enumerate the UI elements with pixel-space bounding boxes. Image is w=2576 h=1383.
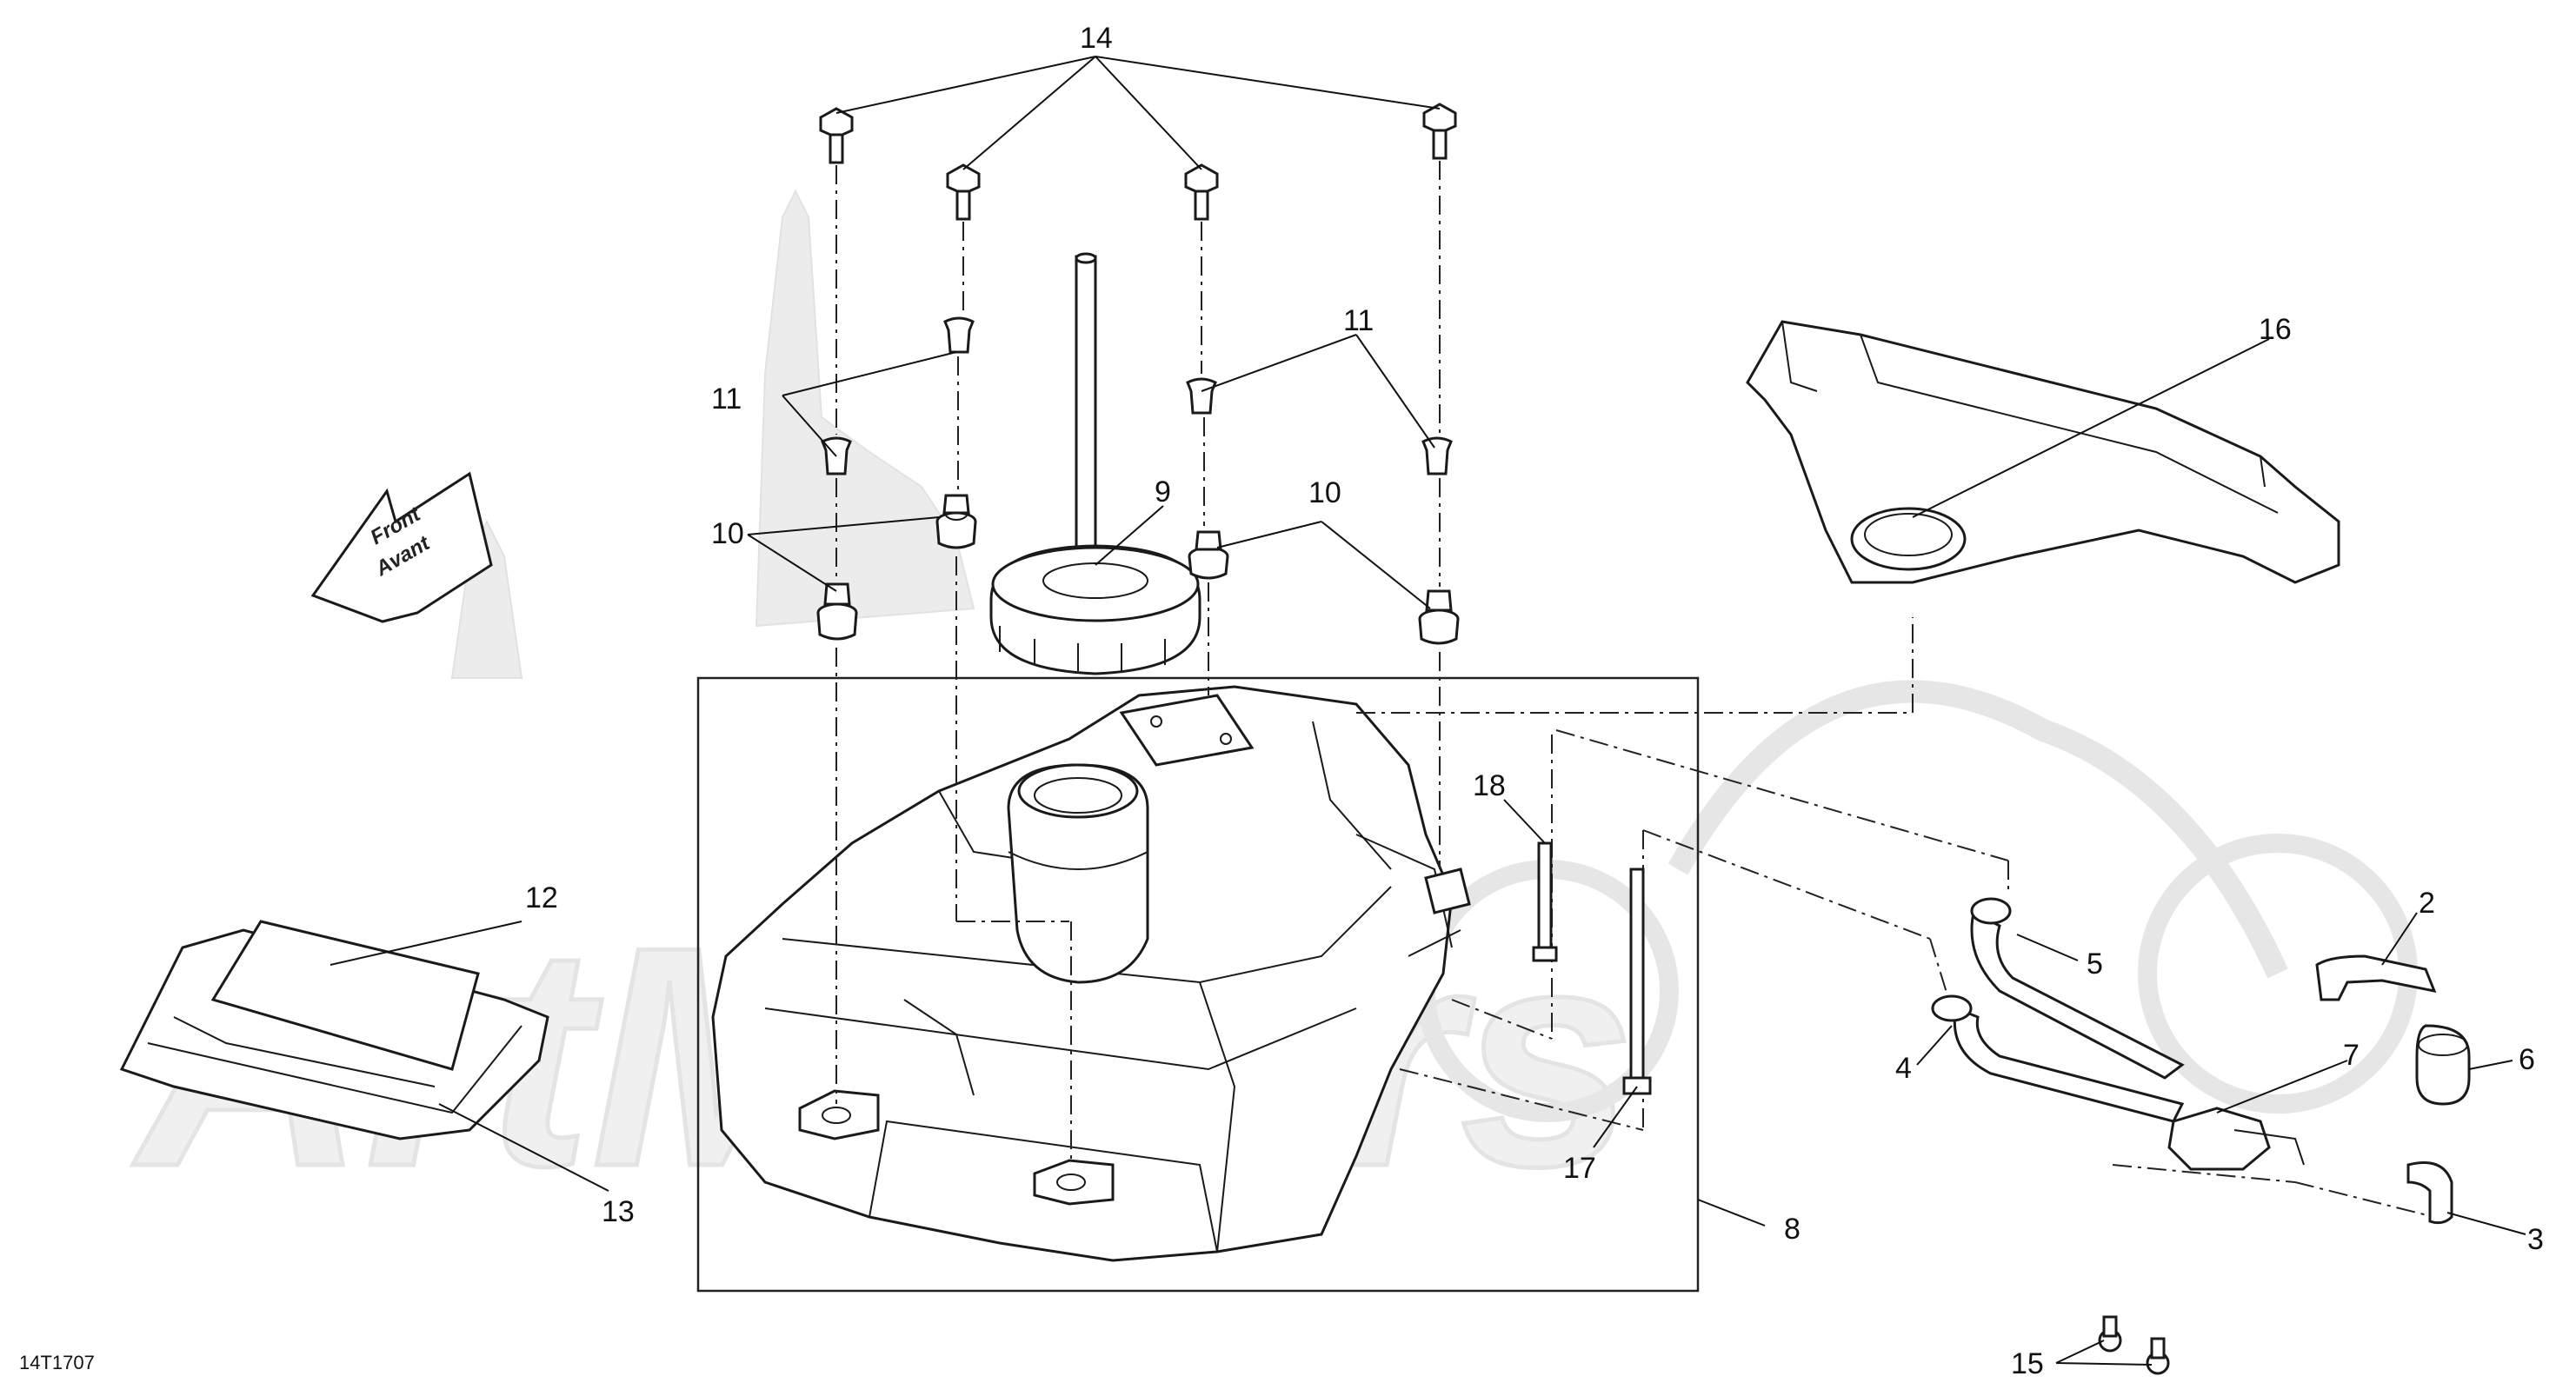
callout-14: 14 [1080, 22, 1113, 55]
callout-7: 7 [2343, 1039, 2360, 1072]
callout-3: 3 [2527, 1223, 2544, 1256]
fuel-tank [711, 685, 1471, 1262]
callout-13: 13 [602, 1195, 635, 1228]
callout-11-left: 11 [711, 382, 742, 416]
fuel-lines [1931, 897, 2471, 1225]
reference-code: 14T1707 [19, 1352, 95, 1373]
leader-lines [329, 56, 2526, 1366]
callout-2: 2 [2419, 887, 2435, 920]
callout-11-right: 11 [1343, 304, 1374, 337]
screw [946, 163, 981, 221]
screws-14 [819, 103, 1457, 221]
screw [1184, 163, 1219, 221]
callout-12: 12 [525, 881, 558, 914]
straps [1532, 841, 1652, 1095]
callout-16: 16 [2259, 313, 2292, 346]
callout-15: 15 [2011, 1347, 2044, 1380]
screws-15 [2098, 1315, 2170, 1375]
grommets-10 [816, 494, 1460, 645]
callout-10-left: 10 [711, 517, 744, 550]
callout-18: 18 [1473, 769, 1506, 802]
callout-4: 4 [1895, 1052, 1912, 1085]
pad-and-bracket [119, 920, 549, 1140]
spacers-11 [821, 316, 1453, 475]
callout-9: 9 [1155, 475, 1171, 509]
screw [1422, 103, 1457, 160]
callouts: 14 11 11 10 10 9 16 18 12 13 8 17 5 4 2 … [525, 22, 2544, 1380]
callout-6: 6 [2519, 1043, 2535, 1076]
callout-17: 17 [1563, 1152, 1596, 1185]
callout-5: 5 [2087, 947, 2103, 981]
screw [819, 107, 854, 164]
front-arrow: Front Avant [310, 471, 493, 623]
callout-8: 8 [1784, 1213, 1801, 1246]
tank-assembly-box [696, 676, 1700, 1293]
fuel-cap [989, 252, 1201, 675]
callout-10-right: 10 [1308, 476, 1341, 509]
